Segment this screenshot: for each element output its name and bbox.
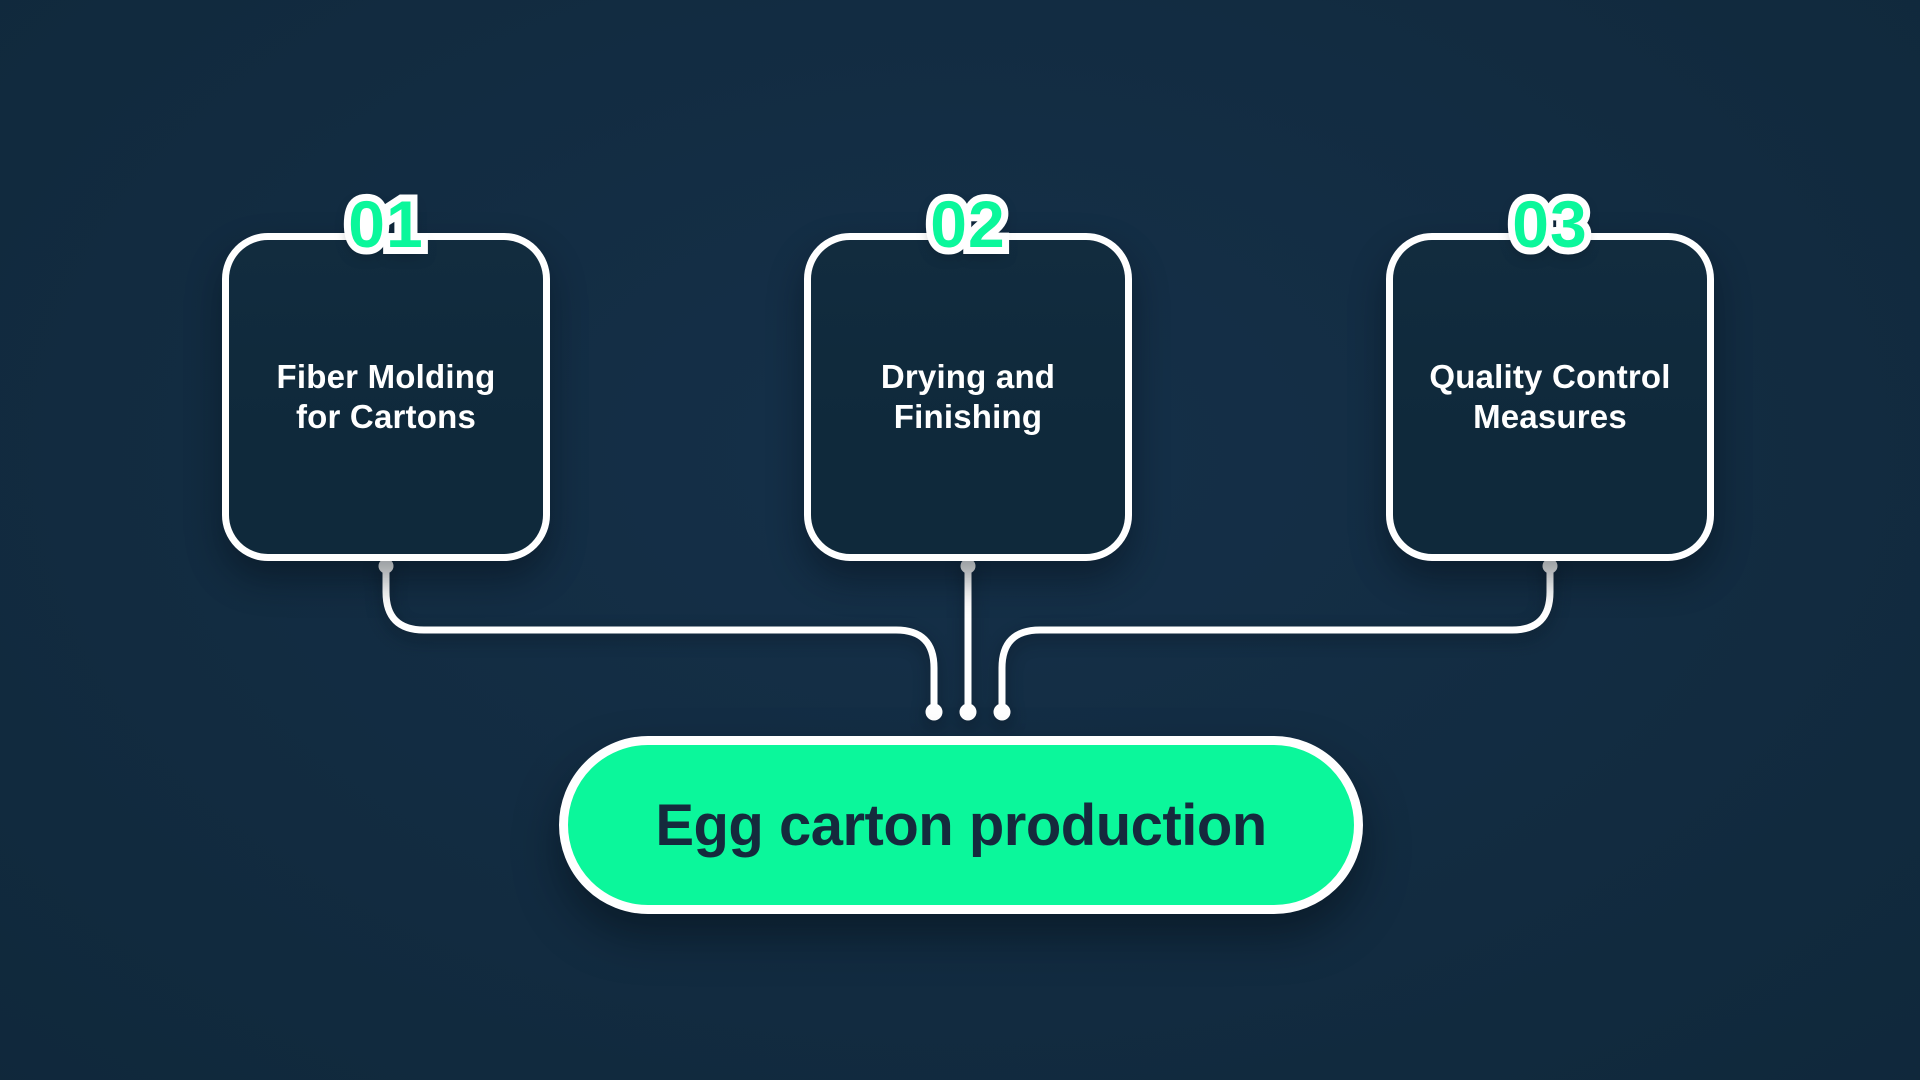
step-number-outline: 01 [341, 184, 429, 264]
result-label: Egg carton production [655, 792, 1267, 858]
step-number-02: 02 02 [811, 184, 1125, 264]
connector-end-dot-1 [925, 703, 943, 721]
step-box-1: 01 01 Fiber Molding for Cartons [222, 184, 550, 561]
step-label-line: Finishing [893, 398, 1043, 435]
step-number-outline: 03 [1505, 184, 1593, 264]
step-label-1: Fiber Molding for Cartons [277, 357, 496, 437]
connector-end-dot-3 [993, 703, 1011, 721]
step-number-text: 02 [930, 187, 1006, 261]
step-number-01: 01 01 [229, 184, 543, 264]
step-number-text: 03 [1512, 187, 1588, 261]
step-label-line: for Cartons [295, 398, 477, 435]
result-pill: Egg carton production [559, 736, 1363, 914]
step-label-3: Quality Control Measures [1429, 357, 1670, 437]
step-number-outline: 02 [923, 184, 1011, 264]
step-box-2: 02 02 Drying and Finishing [804, 184, 1132, 561]
connector-path-step1 [382, 566, 938, 712]
step-label-line: Drying and [880, 358, 1056, 395]
connector-end-dot-2 [959, 703, 977, 721]
step-number-text: 01 [348, 187, 424, 261]
step-label-line: Measures [1473, 398, 1627, 435]
step-box-3: 03 03 Quality Control Measures [1386, 184, 1714, 561]
connector-path-step3 [998, 566, 1554, 712]
step-label-line: Quality Control [1429, 358, 1671, 395]
step-label-line: Fiber Molding [276, 358, 496, 395]
step-number-03: 03 03 [1393, 184, 1707, 264]
step-label-2: Drying and Finishing [881, 357, 1055, 437]
